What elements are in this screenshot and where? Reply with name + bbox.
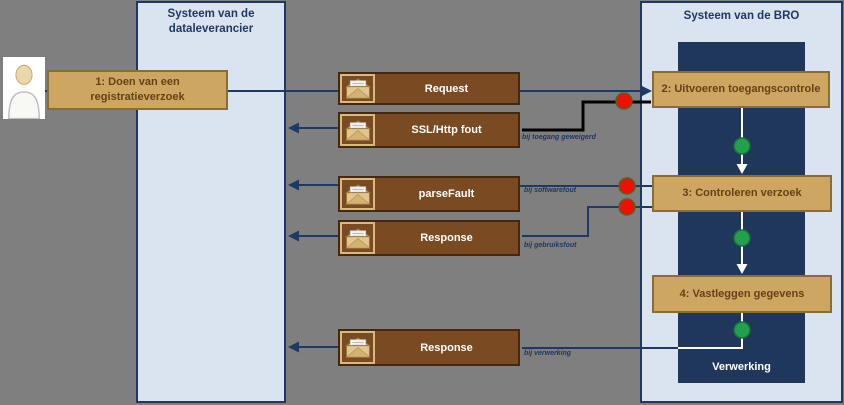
step-3-box: 3: Controleren verzoek xyxy=(652,175,832,212)
message-response-controle: Response xyxy=(338,220,520,256)
message-label: Response xyxy=(420,232,473,244)
message-label: Request xyxy=(424,82,469,95)
envelope-icon xyxy=(340,114,375,146)
arrowhead-left-icon xyxy=(288,122,299,134)
message-label: SSL/Http fout xyxy=(411,124,482,136)
error-dot xyxy=(618,177,636,195)
note-softwarefout: bij softwarefout xyxy=(524,187,577,194)
message-parsefault: parseFault xyxy=(338,176,520,212)
panel-title-dataleverancier: Systeem van de dataleverancier xyxy=(167,8,255,35)
message-response-verwerking: Response xyxy=(338,329,520,366)
step-1-box: 1: Doen van een registratieverzoek xyxy=(47,70,228,110)
verwerking-label: Verwerking xyxy=(712,361,771,373)
error-dot xyxy=(615,92,633,110)
note-toegang-geweigerd: bij toegang geweigerd xyxy=(522,134,596,141)
panel-title-bro: Systeem van de BRO xyxy=(683,10,800,22)
step-4-box: 4: Vastleggen gegevens xyxy=(652,275,832,313)
arrowhead-left-icon xyxy=(288,341,299,353)
envelope-icon xyxy=(340,222,375,254)
user-actor-icon xyxy=(3,57,45,119)
note-gebruiksfout: bij gebruiksfout xyxy=(524,242,577,249)
ssl-error-path xyxy=(522,100,651,132)
message-ssl-http-fout: SSL/Http fout xyxy=(338,112,520,148)
message-label: parseFault xyxy=(418,188,475,200)
note-verwerking: bij verwerking xyxy=(524,350,572,357)
message-label: Response xyxy=(420,341,473,354)
envelope-icon xyxy=(340,178,375,210)
arrowhead-left-icon xyxy=(288,230,299,242)
step-2-box: 2: Uitvoeren toegangscontrole xyxy=(652,71,830,108)
person-icon xyxy=(8,64,40,119)
response-controle-line xyxy=(522,206,652,237)
error-dot xyxy=(618,198,636,216)
panel-dataleverancier xyxy=(136,1,286,403)
arrowhead-left-icon xyxy=(288,179,299,191)
message-request: Request xyxy=(338,72,520,105)
envelope-icon xyxy=(340,74,375,103)
envelope-icon xyxy=(340,331,375,364)
